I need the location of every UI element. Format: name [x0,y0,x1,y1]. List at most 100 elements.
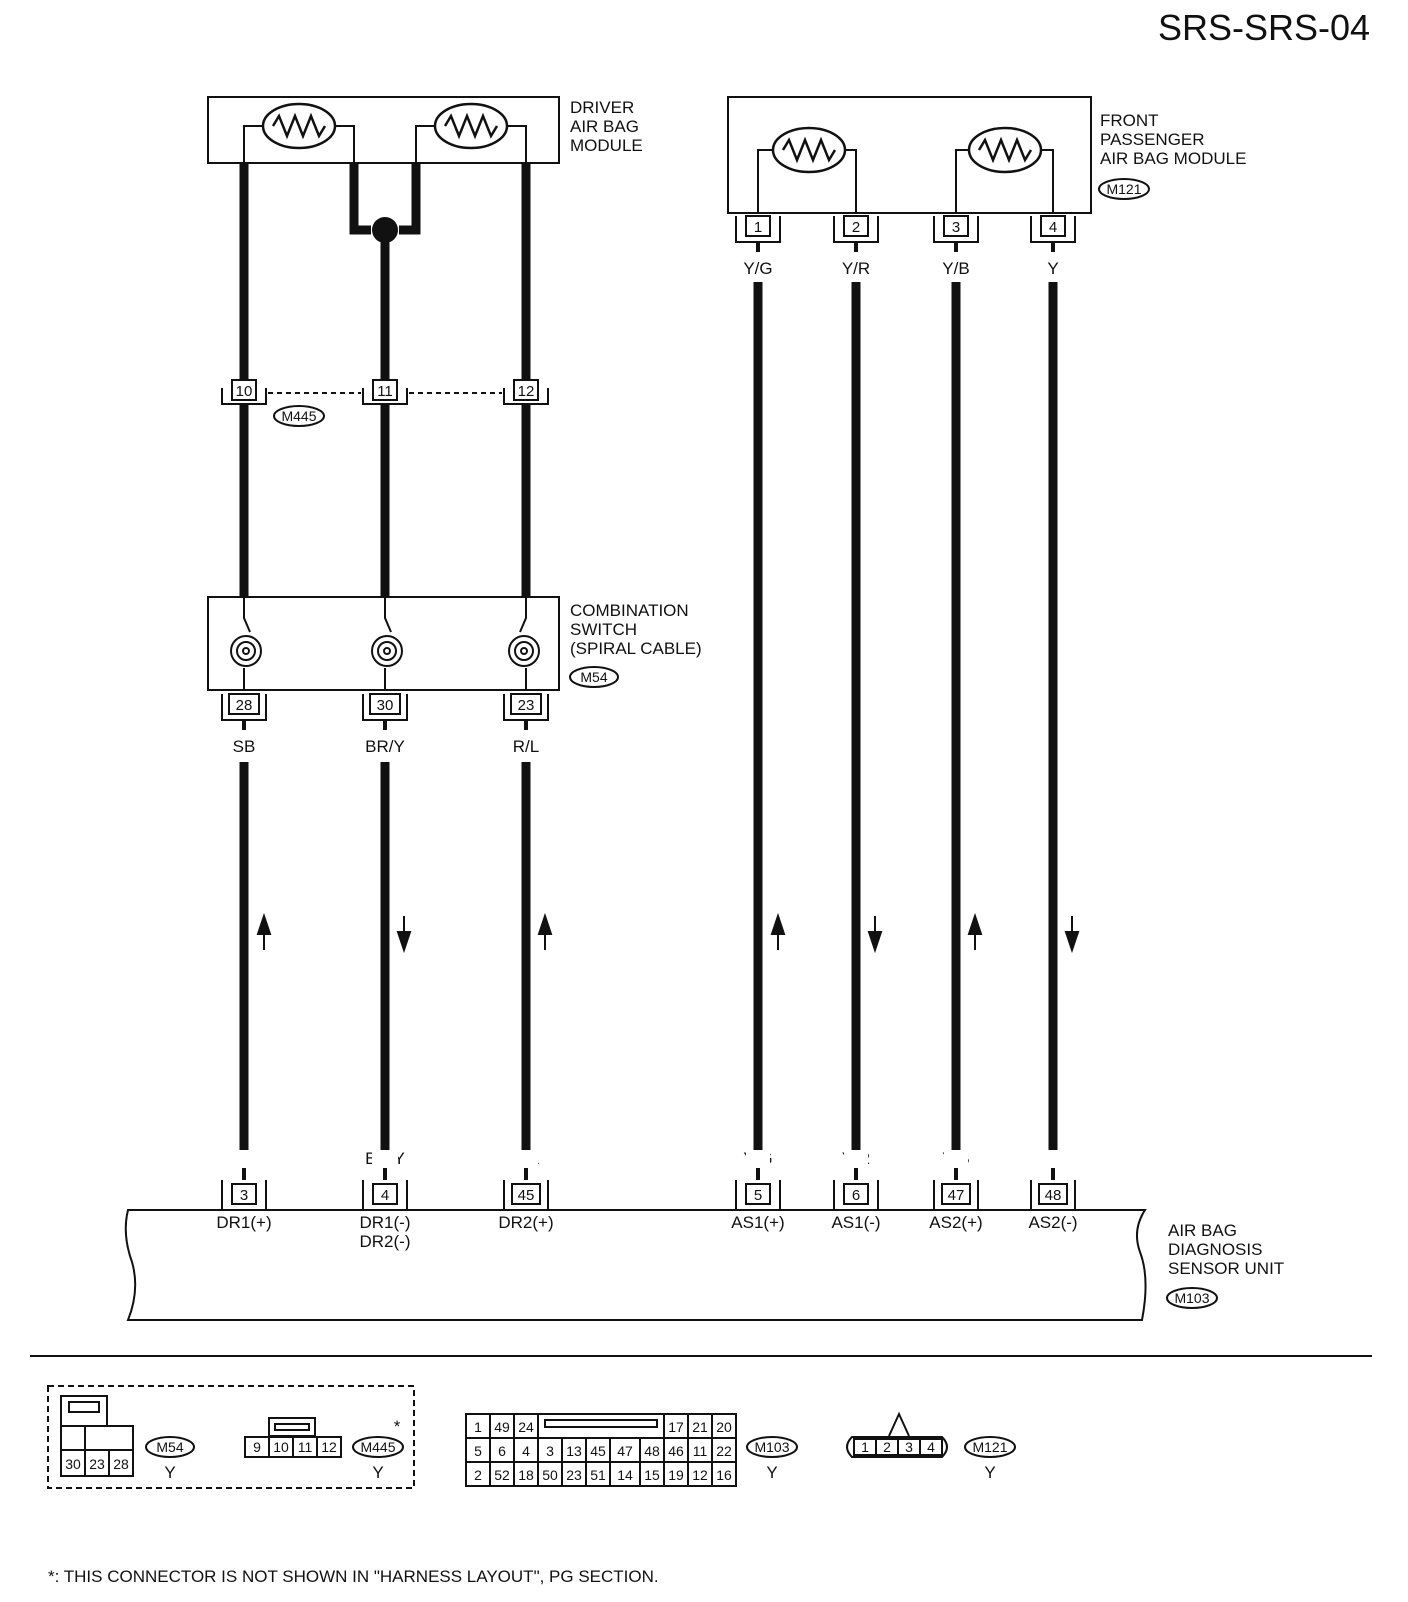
m445-view-pin-10: 10 [273,1439,289,1455]
switch-pin-boxes [221,693,549,721]
m103-view-color: Y [766,1463,777,1482]
unit-pin-boxes [221,1180,1076,1211]
m445-face-view [244,1417,342,1458]
m121-view-pin-3: 3 [905,1439,913,1455]
m103-view-pin: 19 [668,1467,684,1483]
m103-view-pin: 6 [498,1443,506,1459]
m445-view-pin-11: 11 [298,1439,313,1455]
m103-connector-id: M103 [1174,1290,1209,1306]
signal-as2-plus: AS2(+) [929,1213,982,1232]
m103-view-pin: 1 [474,1419,482,1435]
combination-switch-label-1: COMBINATION [570,601,689,620]
m103-view-pin: 52 [494,1467,510,1483]
m445-view-id: M445 [360,1439,395,1455]
m103-view-pin: 45 [590,1443,606,1459]
sensor-unit-body [124,1209,1147,1321]
m54-view-pin-28: 28 [113,1456,129,1472]
m121-connector-id: M121 [1106,181,1141,197]
m121-id-oval [1098,178,1150,200]
passenger-pin-boxes [735,215,1076,243]
m445-pin-12: 12 [518,383,535,400]
m103-view-pin: 24 [518,1419,534,1435]
footnote: *: THIS CONNECTOR IS NOT SHOWN IN "HARNE… [48,1567,659,1586]
m103-view-pin: 17 [668,1419,684,1435]
m103-pin-48: 48 [1045,1187,1062,1204]
m103-pin-5: 5 [754,1187,762,1204]
m103-view-pin: 3 [546,1443,554,1459]
wire-color-yr-top: Y/R [842,259,870,278]
hidden-connector-box [47,1385,415,1489]
driver-airbag-label-3: MODULE [570,136,643,155]
m103-view-pin: 21 [692,1419,708,1435]
m54-view-color: Y [164,1463,175,1482]
passenger-wires [753,282,1058,1152]
m103-view-pin: 47 [617,1443,633,1459]
m445-pin-11: 11 [377,383,393,400]
signal-dr1-minus: DR1(-) [360,1213,411,1232]
m121-view-pin-2: 2 [883,1439,891,1455]
m445-note-mark: * [394,1417,401,1436]
inline-connector-m445: 10 11 12 M445 [221,379,549,427]
m103-pin-4: 4 [381,1187,389,1204]
wire-color-y-top: Y [1047,259,1058,278]
combination-switch-label-3: (SPIRAL CABLE) [570,639,702,658]
m103-view-pin: 46 [668,1443,684,1459]
m121-view-id: M121 [972,1439,1007,1455]
m54-id-oval [569,666,619,688]
m103-view-id: M103 [754,1439,789,1455]
switch-pin-30: 30 [377,697,394,714]
m103-view-oval [746,1436,798,1458]
signal-as1-minus: AS1(-) [831,1213,880,1232]
driver-squib-1-icon [261,102,337,150]
m121-pin-2: 2 [852,219,860,236]
m445-connector-id: M445 [281,408,316,424]
signal-as1-plus: AS1(+) [731,1213,784,1232]
driver-airbag-module [207,96,560,164]
m103-view-pin: 5 [474,1443,482,1459]
passenger-squib-2-icon [967,126,1043,174]
m121-pin-1: 1 [754,219,762,236]
m103-view-pin: 50 [542,1467,558,1483]
m103-view-pin: 14 [617,1467,633,1483]
m121-pin-3: 3 [952,219,960,236]
m103-view-pin: 51 [590,1467,606,1483]
m121-view-color: Y [984,1463,995,1482]
signal-dr1-plus: DR1(+) [216,1213,271,1232]
m445-pin-10: 10 [236,383,253,400]
m121-face-view [846,1411,948,1458]
passenger-airbag-label-3: AIR BAG MODULE [1100,149,1246,168]
wire-color-yg-top: Y/G [743,259,772,278]
signal-as2-minus: AS2(-) [1028,1213,1077,1232]
sensor-unit-label-1: AIR BAG [1168,1221,1237,1240]
wire-color-yb-top: Y/B [942,259,969,278]
m103-pin-47: 47 [948,1187,965,1204]
m103-pin-3: 3 [240,1187,248,1204]
m54-view-pin-30: 30 [65,1456,81,1472]
m445-view-pin-12: 12 [321,1439,337,1455]
m103-view-pin: 20 [716,1419,732,1435]
m103-id-oval [1166,1287,1218,1309]
m103-view-pin: 11 [693,1443,708,1459]
passenger-squib-1-icon [771,126,847,174]
passenger-airbag-module [727,96,1092,214]
m103-view-pin: 13 [566,1443,582,1459]
m121-view-pin-1: 1 [861,1439,869,1455]
m103-view-pin: 15 [644,1467,660,1483]
wire-color-rl-top: R/L [513,737,539,756]
splice-point [372,217,398,243]
m103-view-pin: 18 [518,1467,534,1483]
m103-pin-6: 6 [852,1187,860,1204]
m103-view-pins: 1 49 24 17 21 20 5 6 4 3 13 45 47 48 46 … [474,1419,732,1483]
m121-pin-4: 4 [1049,219,1057,236]
signal-dr2-plus: DR2(+) [498,1213,553,1232]
combination-switch-label-2: SWITCH [570,620,637,639]
sensor-unit-label-3: SENSOR UNIT [1168,1259,1284,1278]
wire-color-sb-top: SB [233,737,256,756]
passenger-airbag-label-1: FRONT [1100,111,1159,130]
signal-arrows [256,912,1080,954]
signal-dr2-minus: DR2(-) [360,1232,411,1251]
sensor-unit-label-2: DIAGNOSIS [1168,1240,1262,1259]
m121-view-oval [964,1436,1016,1458]
wire-color-bry-top: BR/Y [365,737,405,756]
